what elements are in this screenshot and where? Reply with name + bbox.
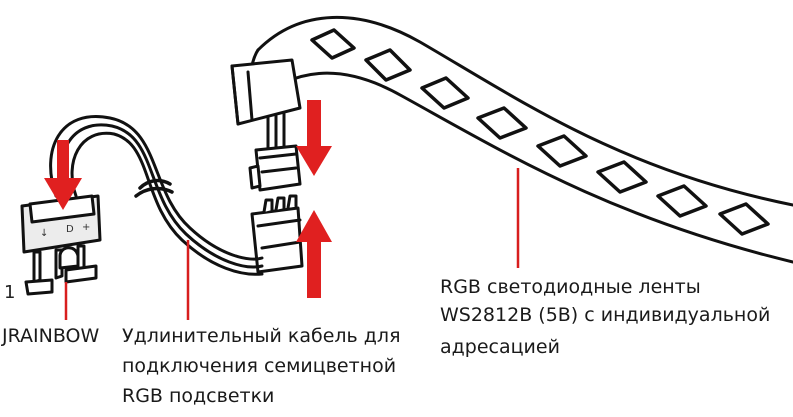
extension-cable-label-line-2: подключения семицветной bbox=[122, 355, 397, 377]
arrow-down-icon-header bbox=[44, 140, 82, 210]
led-strip-label-line-2: WS2812B (5В) с индивидуальной bbox=[440, 304, 771, 326]
led-strip bbox=[230, 16, 793, 264]
arrow-up-icon-cable bbox=[296, 210, 332, 298]
cable-connector bbox=[250, 194, 304, 274]
extension-cable-label-line-1: Удлинительный кабель для bbox=[122, 325, 401, 347]
strip-connector bbox=[248, 144, 302, 192]
led-strip-label-line-1: RGB светодиодные ленты bbox=[440, 276, 701, 298]
svg-text:+: + bbox=[82, 222, 90, 233]
led-strip-label-line-3: адресацией bbox=[440, 336, 560, 358]
direction-arrows bbox=[44, 100, 332, 298]
jrainbow-label: JRAINBOW bbox=[2, 325, 100, 347]
svg-text:D: D bbox=[66, 224, 74, 235]
arrow-down-icon-strip bbox=[296, 100, 332, 176]
led-chip-row bbox=[310, 28, 770, 236]
extension-cable bbox=[49, 115, 264, 276]
extension-cable-label-line-3: RGB подсветки bbox=[122, 385, 275, 407]
pin-1-marker: 1 bbox=[4, 282, 16, 303]
svg-text:↓: ↓ bbox=[40, 228, 48, 239]
jrainbow-header: ↓ D + bbox=[20, 194, 102, 296]
leader-lines bbox=[64, 168, 520, 320]
